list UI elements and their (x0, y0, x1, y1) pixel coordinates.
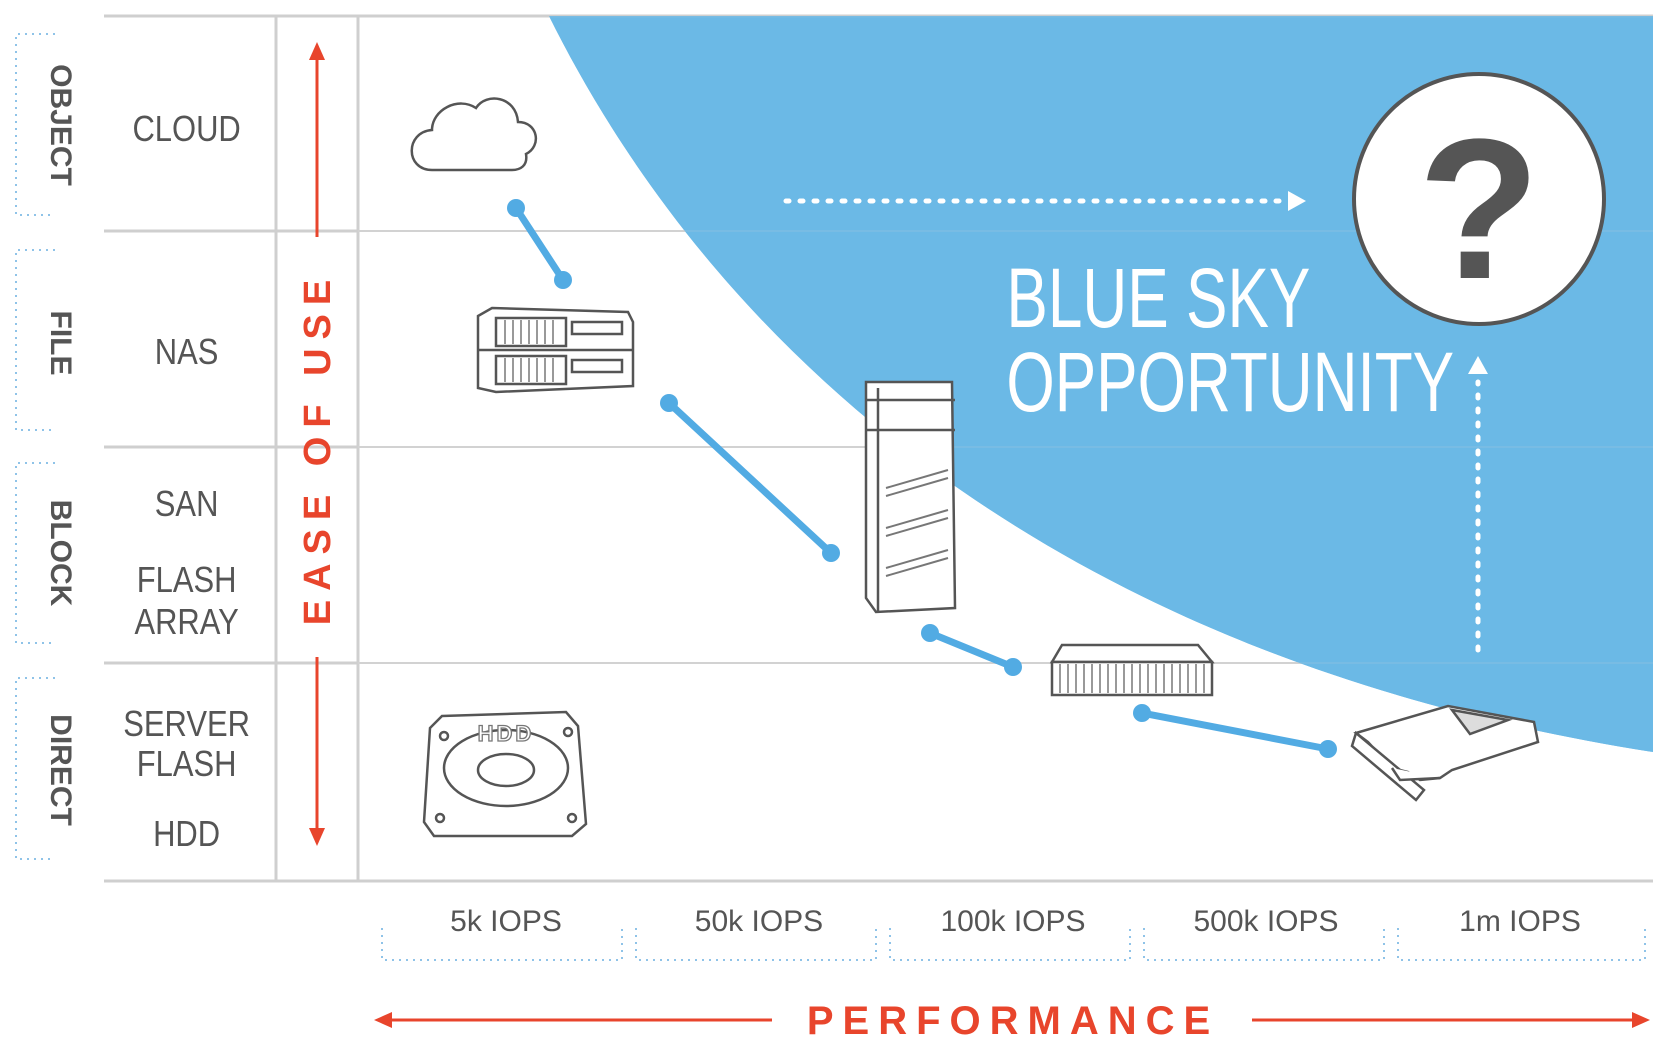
pcie-flash-card-icon (1350, 704, 1540, 802)
blue-sky-line1: BLUE SKY (1006, 251, 1310, 345)
blue-sky-line2: OPPORTUNITY (1006, 335, 1454, 429)
tier-san: SAN (155, 485, 219, 525)
tick-brackets (381, 928, 1646, 961)
question-mark: ? (1418, 98, 1540, 321)
tick-5k: 5k IOPS (450, 905, 562, 938)
dotted-arrows (783, 191, 1488, 653)
tier-flash-array-2: ARRAY (134, 603, 238, 643)
tick-100k: 100k IOPS (940, 905, 1085, 938)
performance-axis: PERFORMANCE (374, 999, 1650, 1037)
performance-label: PERFORMANCE (807, 999, 1219, 1037)
tier-flash-array-1: FLASH (137, 561, 237, 601)
ease-of-use-axis: EASE OF USE (297, 42, 339, 846)
nas-icon (476, 306, 635, 394)
category-object-label: OBJECT (44, 64, 77, 186)
tier-server-flash-2: FLASH (137, 745, 237, 785)
tick-50k: 50k IOPS (695, 905, 823, 938)
ease-of-use-label: EASE OF USE (297, 271, 339, 626)
san-tower-icon (864, 380, 957, 614)
flash-array-icon (1049, 643, 1215, 697)
tier-server-flash-1: SERVER (123, 705, 250, 745)
category-direct-label: DIRECT (44, 714, 77, 826)
tier-nas: NAS (155, 333, 219, 373)
tier-cloud: CLOUD (132, 110, 240, 150)
tick-500k: 500k IOPS (1193, 905, 1338, 938)
hdd-icon-label: HDD (478, 721, 535, 746)
category-file-label: FILE (44, 311, 77, 376)
tier-hdd: HDD (153, 815, 220, 855)
question-circle-icon: ? (1352, 72, 1606, 326)
hdd-icon: HDD (422, 710, 588, 838)
category-brackets (15, 33, 55, 860)
cloud-icon (410, 97, 538, 172)
tick-1m: 1m IOPS (1459, 905, 1581, 938)
connectors (507, 199, 1337, 758)
category-block-label: BLOCK (44, 500, 77, 607)
